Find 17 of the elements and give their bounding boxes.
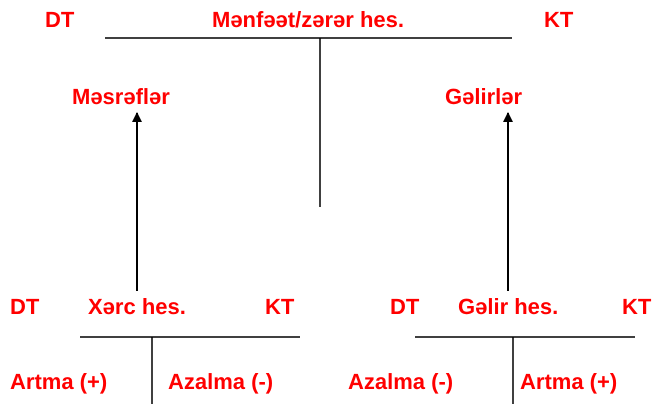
account-side-label: Azalma (-) bbox=[348, 370, 454, 394]
account-side-label: KT bbox=[622, 295, 652, 319]
arrow bbox=[503, 112, 513, 291]
account-side-label: Azalma (-) bbox=[168, 370, 274, 394]
account-name: Gəlirlər bbox=[445, 85, 522, 109]
account-side-label: KT bbox=[265, 295, 294, 319]
account-name: Məsrəflər bbox=[72, 85, 170, 109]
account-side-label: KT bbox=[544, 8, 574, 32]
account-side-label: Artma (+) bbox=[10, 370, 108, 394]
arrow bbox=[132, 112, 142, 291]
account-side-label: DT bbox=[10, 295, 40, 319]
account-side-label: DT bbox=[390, 295, 420, 319]
account-side-label: Artma (+) bbox=[520, 370, 618, 394]
account-side-label: DT bbox=[45, 8, 74, 32]
account-name: Xərc hes. bbox=[88, 295, 186, 319]
account-name: Gəlir hes. bbox=[458, 295, 558, 319]
account-title: Mənfəət/zərər hes. bbox=[212, 8, 404, 32]
